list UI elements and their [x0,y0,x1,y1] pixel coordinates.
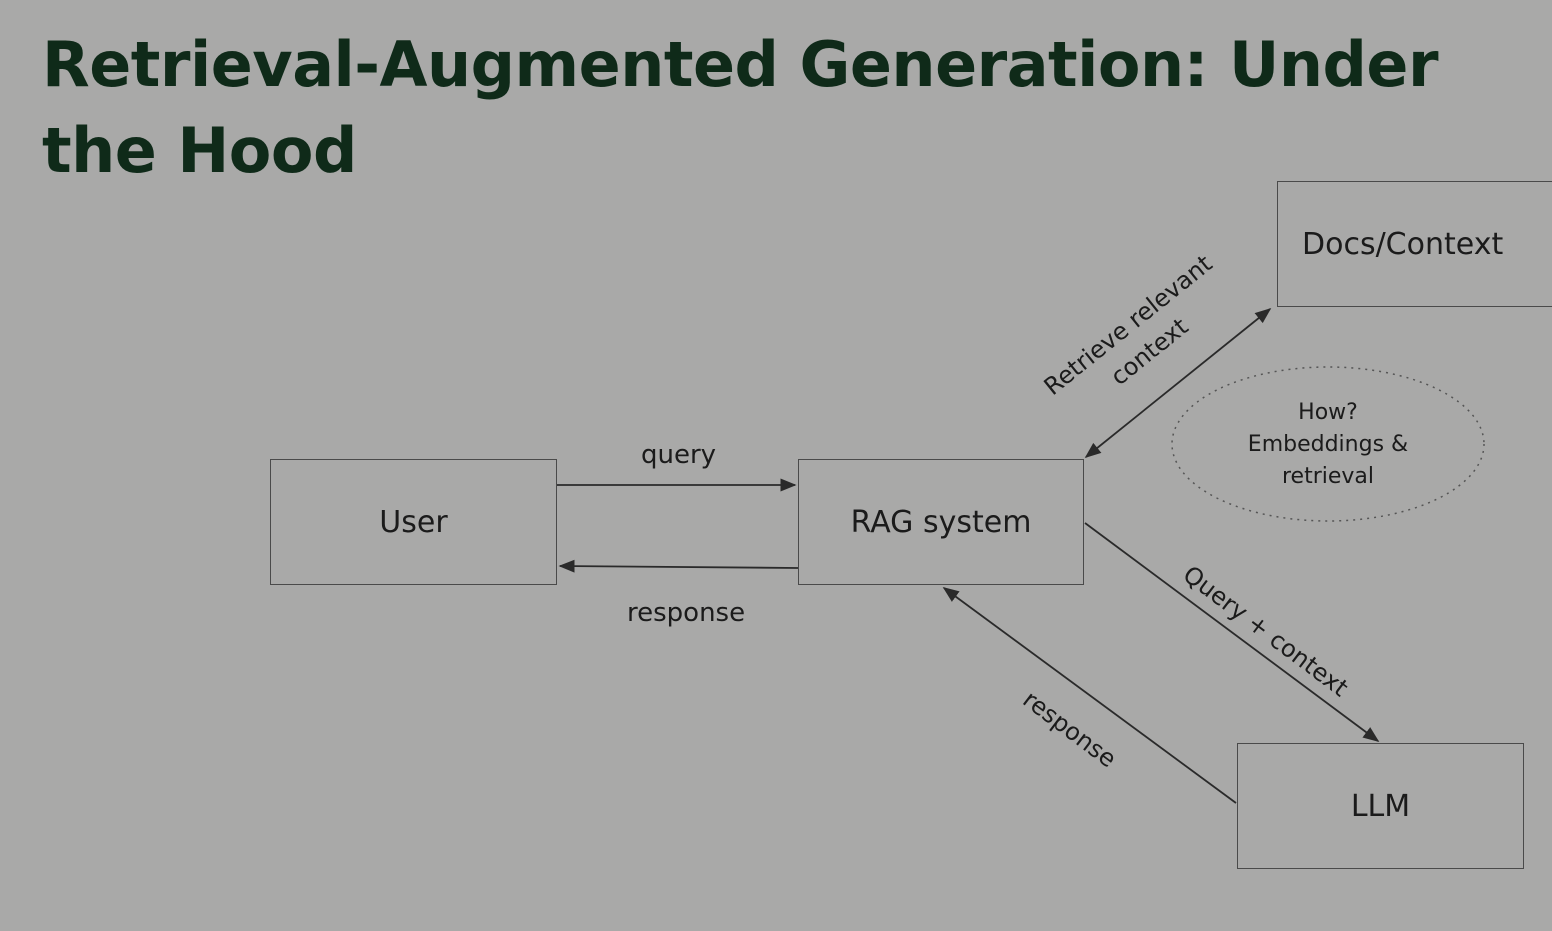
arrow-query-context [1084,522,1380,742]
note-ellipse [1171,366,1485,522]
rag-system-node: RAG system [798,459,1084,585]
embeddings-note: How? Embeddings & retrieval [1208,397,1448,493]
arrow-retrieve-context [1084,307,1272,459]
docs-context-node: Docs/Context [1277,181,1552,307]
slide-title: Retrieval-Augmented Generation: Under th… [42,28,1439,187]
edge-label-response-to-user: response [627,598,746,628]
rag-system-node-label: RAG system [850,504,1032,540]
edge-label-query: query [641,440,717,470]
user-node: User [270,459,557,585]
note-line1: How? [1298,400,1358,425]
llm-node: LLM [1237,743,1524,869]
note-line3: retrieval [1281,464,1375,489]
docs-context-node-label: Docs/Context [1302,226,1504,262]
llm-node-label: LLM [1350,788,1411,824]
arrow-response-to-user [558,559,799,573]
note-line2: Embeddings & [1247,432,1409,457]
arrow-response-from-llm [942,587,1237,804]
user-node-label: User [379,504,448,540]
